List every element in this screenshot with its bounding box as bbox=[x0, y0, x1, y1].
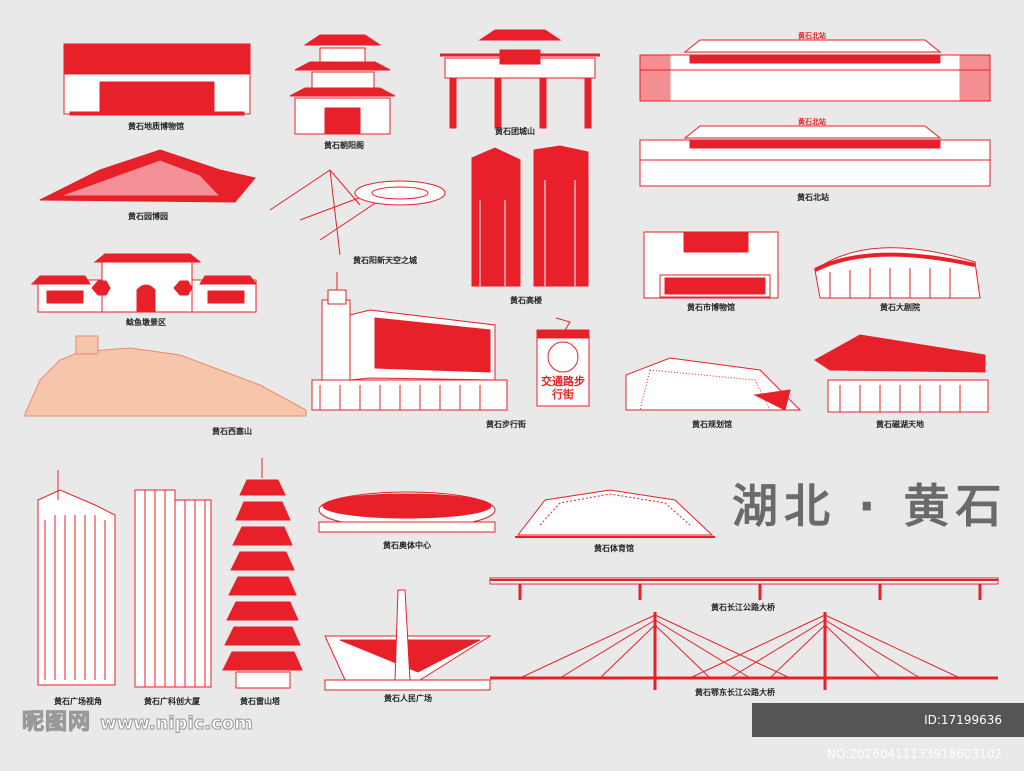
label-chaoyang-pavilion: 黄石朝阳阁 bbox=[324, 141, 364, 150]
tech-building-drawing bbox=[134, 489, 212, 688]
cihu-tiandi-drawing bbox=[814, 334, 989, 413]
label-expo-garden: 黄石园博园 bbox=[128, 212, 168, 221]
label-olympic-center: 黄石奥体中心 bbox=[383, 541, 431, 550]
gymnasium-drawing bbox=[515, 489, 715, 538]
label-tuancheng-mountain: 黄石团城山 bbox=[495, 127, 535, 136]
station-sign-1: 黄石北站 bbox=[798, 32, 826, 40]
nianyudun-drawing bbox=[30, 253, 257, 313]
people-square-drawing bbox=[324, 589, 492, 691]
pedestrian-street-drawing bbox=[311, 272, 508, 411]
station-sign-2: 黄石北站 bbox=[798, 118, 826, 126]
watermark-logo: 昵图网 bbox=[21, 710, 92, 735]
label-people-square: 黄石人民广场 bbox=[384, 694, 432, 703]
grand-theater-drawing bbox=[814, 247, 981, 299]
label-nianyudun: 鲶鱼墩景区 bbox=[126, 318, 166, 327]
label-xisai-mountain: 黄石西塞山 bbox=[212, 427, 252, 436]
label-cihu-tiandi: 黄石磁湖天地 bbox=[876, 420, 924, 429]
label-north-station: 黄石北站 bbox=[797, 193, 829, 202]
label-high-rise: 黄石高楼 bbox=[510, 296, 542, 305]
label-city-museum: 黄石市博物馆 bbox=[687, 303, 735, 312]
north-station-drawing-2 bbox=[639, 125, 991, 187]
xisai-mountain-drawing bbox=[24, 335, 307, 417]
expo-garden-drawing bbox=[39, 149, 256, 203]
pedestrian-clock-sign-drawing bbox=[536, 317, 590, 407]
label-edong-bridge: 黄石鄂东长江公路大桥 bbox=[695, 688, 775, 697]
label-pedestrian-street: 黄石步行街 bbox=[486, 420, 526, 429]
label-yangtze-bridge: 黄石长江公路大桥 bbox=[711, 603, 775, 612]
label-grand-theater: 黄石大剧院 bbox=[880, 303, 920, 312]
view-tower-drawing bbox=[37, 470, 116, 686]
high-rise-drawing bbox=[471, 145, 589, 287]
label-planning-hall: 黄石规划馆 bbox=[692, 420, 732, 429]
edong-bridge-drawing bbox=[490, 612, 998, 690]
label-leishan-pagoda: 黄石雷山塔 bbox=[240, 697, 280, 706]
geology-museum-drawing bbox=[63, 43, 251, 116]
planning-hall-drawing bbox=[625, 357, 802, 411]
yangtze-bridge-drawing bbox=[489, 577, 999, 600]
page-title: 湖北 · 黄石 bbox=[732, 479, 1008, 533]
city-museum-drawing bbox=[643, 231, 779, 299]
olympic-center-drawing bbox=[318, 491, 496, 533]
landmarks-illustration bbox=[24, 29, 999, 691]
pedestrian-sign-text: 交通路步行街 bbox=[541, 375, 585, 401]
label-gymnasium: 黄石体育馆 bbox=[594, 544, 634, 553]
label-sky-city: 黄石阳新天空之城 bbox=[353, 256, 417, 265]
label-view-tower: 黄石广场视角 bbox=[54, 697, 102, 706]
north-station-drawing-1 bbox=[639, 39, 991, 102]
label-tech-building: 黄石广科创大厦 bbox=[144, 697, 200, 706]
chaoyang-pavilion-drawing bbox=[289, 34, 396, 135]
leishan-pagoda-drawing bbox=[222, 458, 303, 689]
watermark-id-bar: ID:17199636 NO:20260411133918603102 bbox=[752, 703, 1024, 761]
label-geology-museum: 黄石地质博物馆 bbox=[128, 122, 184, 131]
tuancheng-gate-drawing bbox=[440, 29, 600, 129]
watermark-url: www.nipic.com bbox=[100, 713, 254, 734]
sky-city-drawing bbox=[269, 169, 446, 256]
